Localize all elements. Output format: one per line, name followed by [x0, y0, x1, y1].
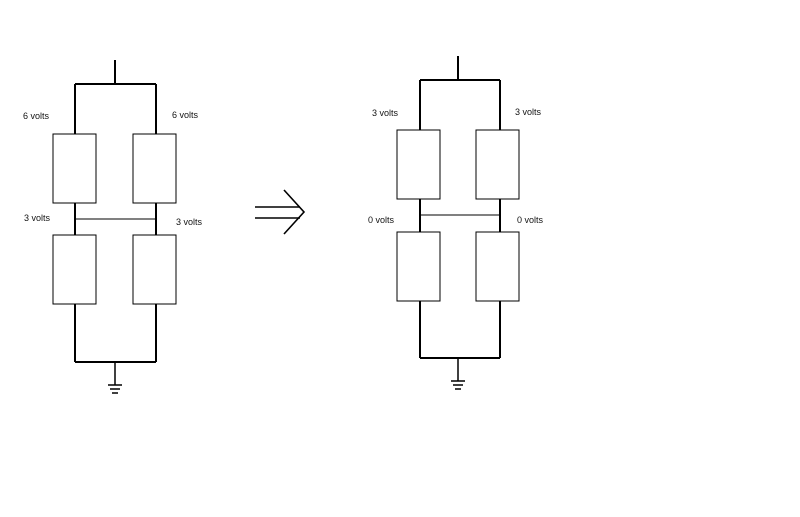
- right-circuit: [396, 56, 520, 390]
- right-resistor-top-left: [396, 129, 441, 200]
- right-label-top-right: 3 volts: [515, 107, 542, 117]
- left-label-mid-left: 3 volts: [24, 213, 51, 223]
- left-resistor-top-right: [132, 133, 177, 204]
- right-resistor-bottom-right: [475, 231, 520, 302]
- left-resistor-bottom-right: [132, 234, 177, 305]
- left-label-top-right: 6 volts: [172, 110, 199, 120]
- left-label-top-left: 6 volts: [23, 111, 50, 121]
- right-label-mid-right: 0 volts: [517, 215, 544, 225]
- implies-arrow-icon: [255, 189, 306, 235]
- right-ground-icon: [451, 358, 465, 390]
- right-label-top-left: 3 volts: [372, 108, 399, 118]
- left-resistor-bottom-left: [52, 234, 97, 305]
- left-label-mid-right: 3 volts: [176, 217, 203, 227]
- right-resistor-top-right: [475, 129, 520, 200]
- right-resistor-bottom-left: [396, 231, 441, 302]
- left-ground-icon: [108, 362, 122, 394]
- left-circuit: [52, 60, 177, 394]
- right-label-mid-left: 0 volts: [368, 215, 395, 225]
- left-resistor-top-left: [52, 133, 97, 204]
